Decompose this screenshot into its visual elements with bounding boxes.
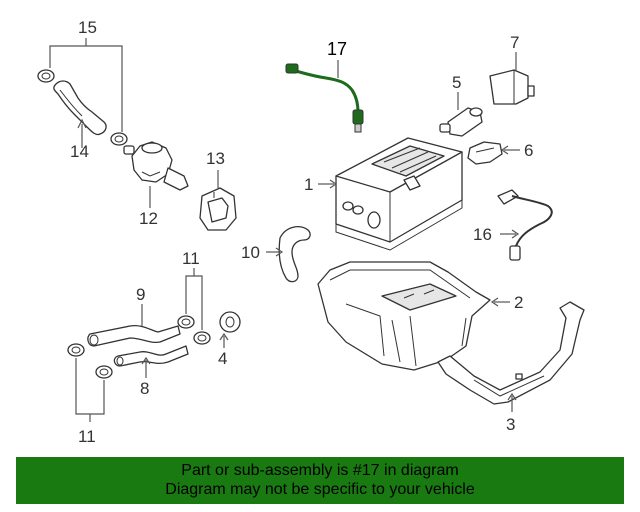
- callout-6: 6: [524, 141, 533, 160]
- part-11-clamp-lower-right[interactable]: [95, 365, 113, 379]
- callout-4: 4: [218, 349, 227, 368]
- callout-5: 5: [452, 73, 461, 92]
- part-17-oxygen-sensor[interactable]: [285, 63, 364, 133]
- callout-13: 13: [206, 149, 225, 168]
- callout-14: 14: [70, 142, 89, 161]
- callout-16: 16: [473, 225, 492, 244]
- part-15-clamp-left[interactable]: [37, 69, 55, 83]
- part-9-hose[interactable]: [87, 324, 181, 347]
- exploded-parts-diagram: 15 14 12 13 17 7 5: [37, 18, 585, 446]
- part-6-bracket[interactable]: [467, 141, 503, 165]
- part-14-hose[interactable]: [53, 80, 107, 136]
- part-3-strap[interactable]: [437, 301, 585, 405]
- part-8-hose[interactable]: [113, 345, 189, 367]
- banner-line-1: Part or sub-assembly is #17 in diagram: [181, 462, 459, 479]
- part-11-clamp-upper-right[interactable]: [193, 331, 211, 345]
- callout-7: 7: [510, 33, 519, 52]
- part-11-clamp-lower-left[interactable]: [67, 343, 85, 357]
- part-16-sensor-harness[interactable]: [497, 189, 553, 261]
- callout-12: 12: [139, 209, 158, 228]
- callout-8: 8: [140, 379, 149, 398]
- part-12-purge-valve[interactable]: [123, 141, 189, 191]
- callout-17: 17: [327, 39, 347, 59]
- banner-line-2: Diagram may not be specific to your vehi…: [165, 481, 475, 498]
- part-4-grommet[interactable]: [219, 311, 241, 333]
- part-13-bracket[interactable]: [199, 187, 237, 231]
- part-10-hose[interactable]: [278, 226, 311, 283]
- callout-15: 15: [78, 18, 97, 37]
- callout-2: 2: [514, 293, 523, 312]
- part-1-canister[interactable]: [335, 137, 463, 251]
- callout-11-top: 11: [182, 249, 200, 268]
- part-2-tray[interactable]: [317, 261, 491, 371]
- callout-11-bottom: 11: [78, 427, 96, 446]
- part-7-cover[interactable]: [489, 69, 535, 105]
- callout-9: 9: [136, 285, 145, 304]
- callout-3: 3: [506, 415, 515, 434]
- part-15-clamp-right[interactable]: [110, 132, 128, 146]
- part-5-sensor[interactable]: [439, 107, 483, 137]
- callout-10: 10: [241, 243, 260, 262]
- part-11-clamp-upper-left[interactable]: [177, 315, 195, 329]
- callout-1: 1: [304, 175, 313, 194]
- info-banner: Part or sub-assembly is #17 in diagram D…: [16, 457, 624, 504]
